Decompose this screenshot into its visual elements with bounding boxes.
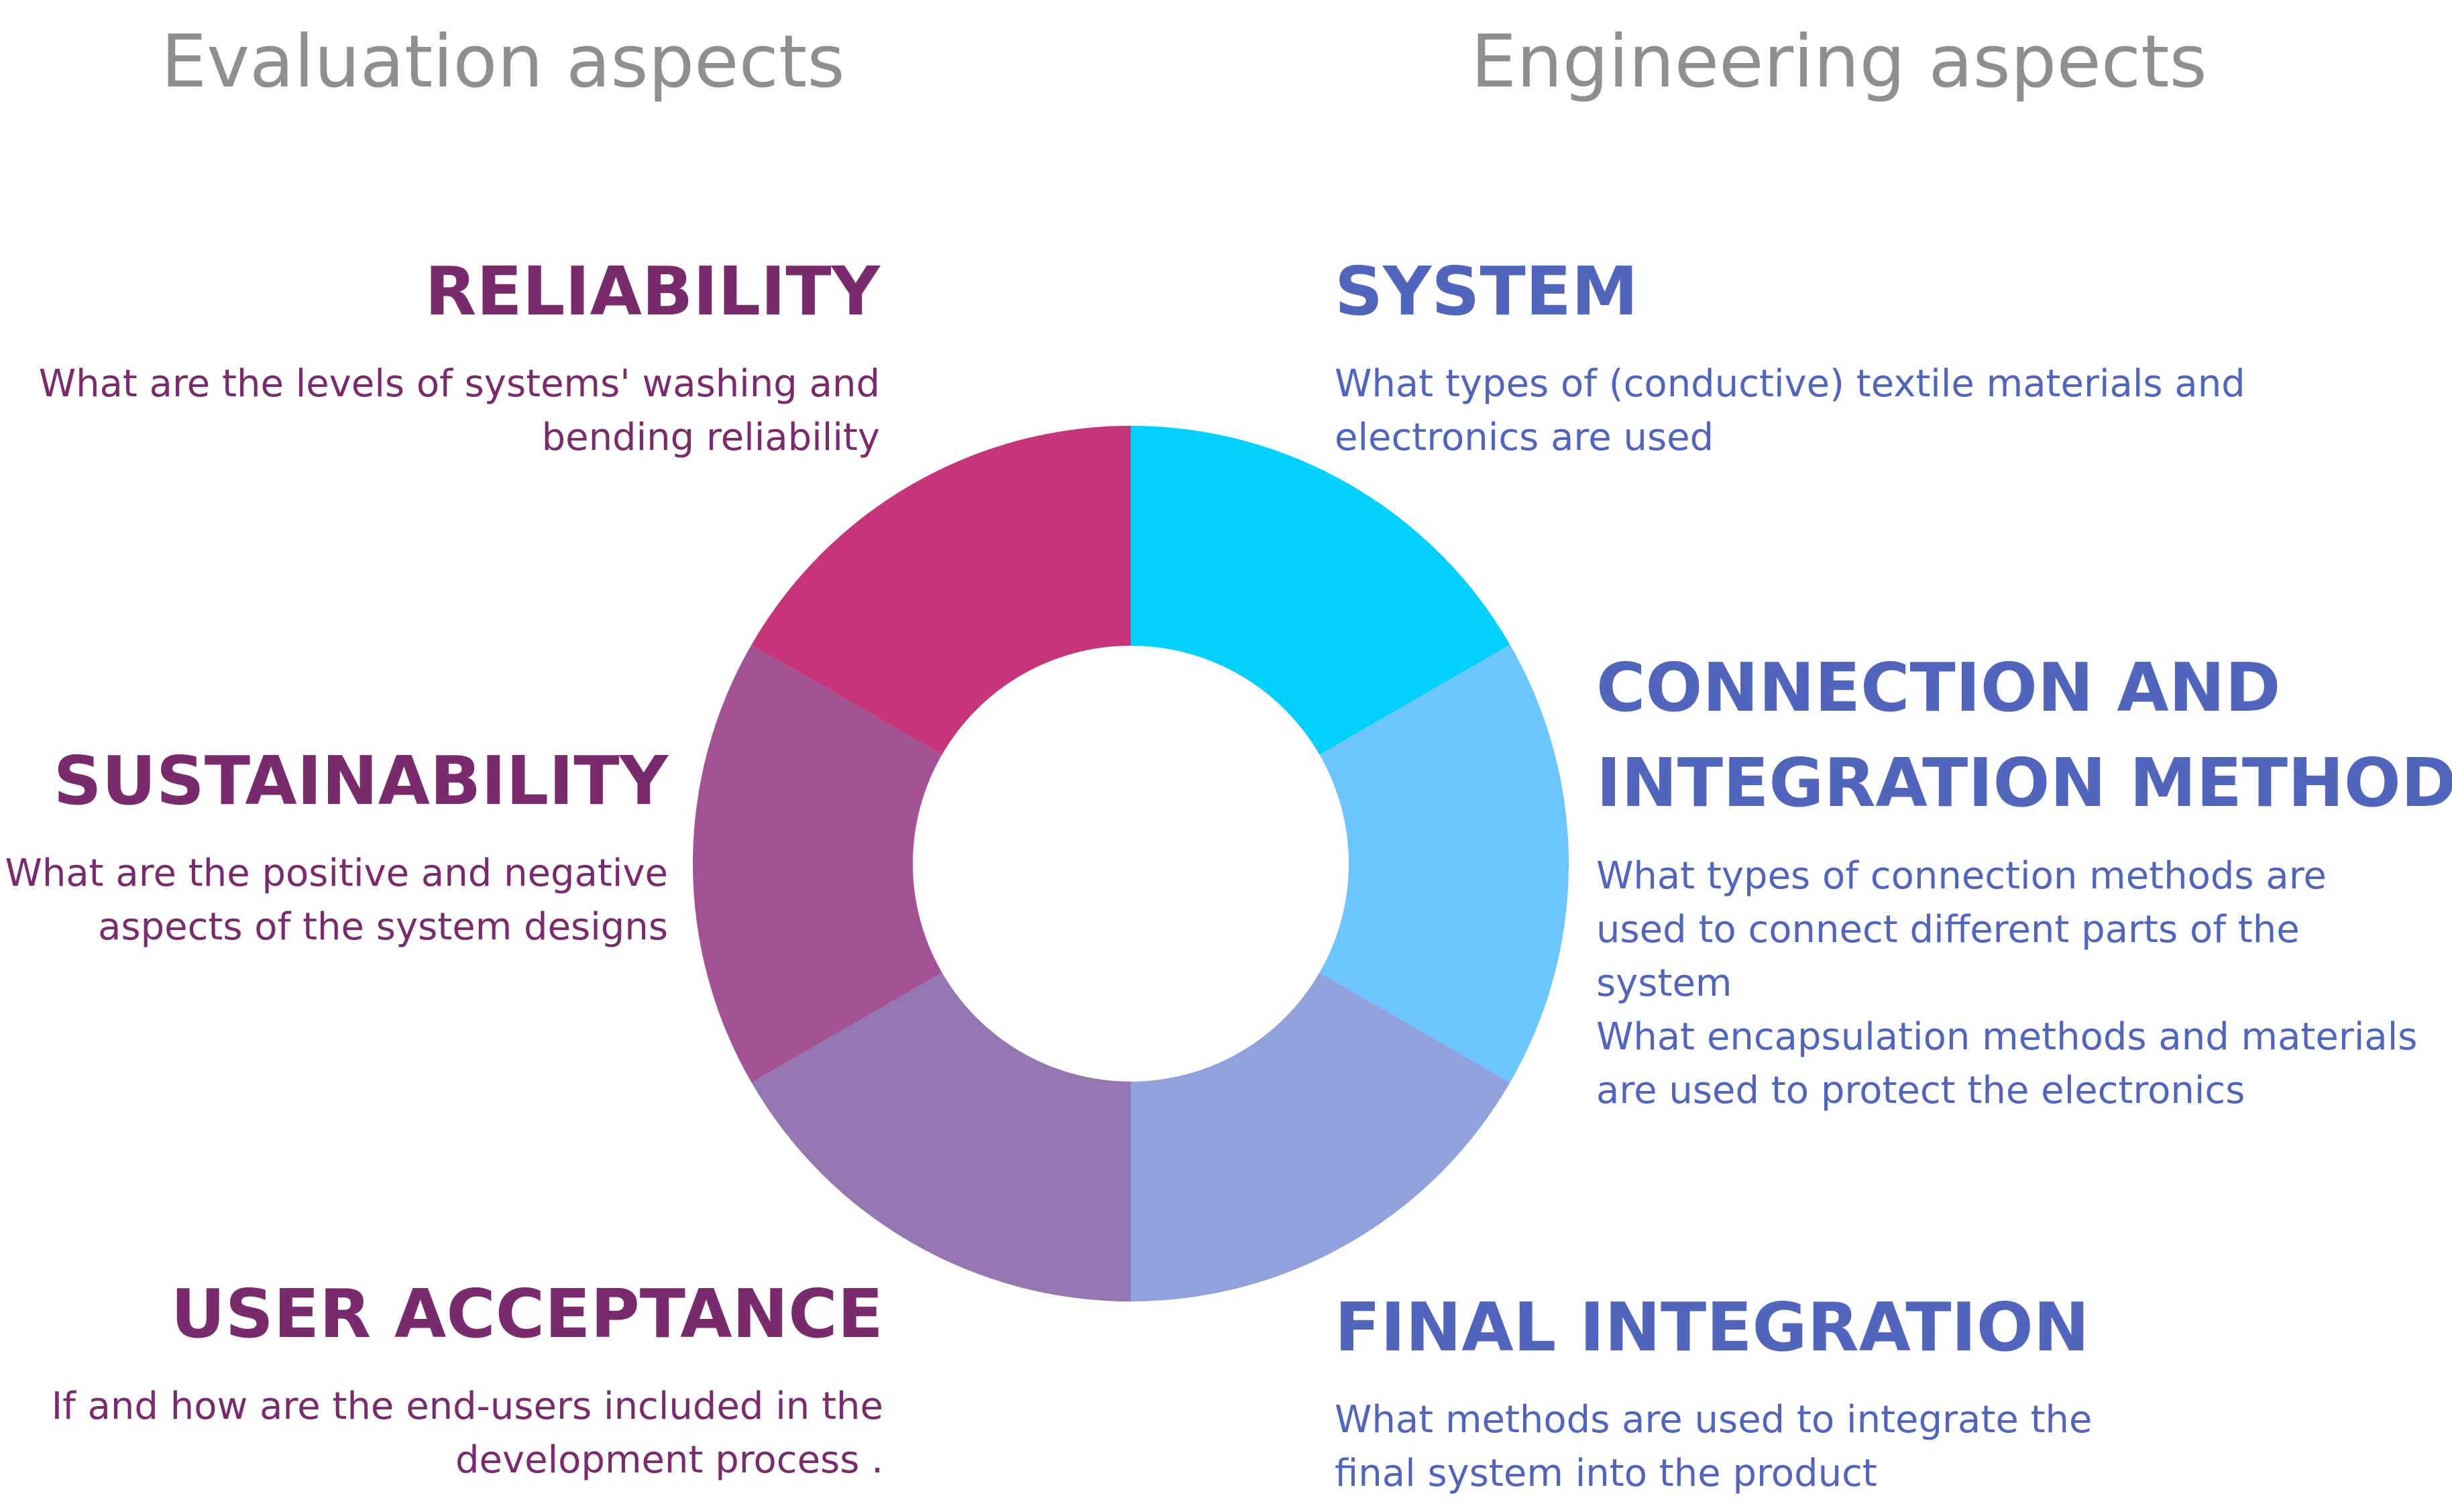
donut-segment-connection-and-integration-methods xyxy=(1319,644,1569,1083)
user-acceptance-block: USER ACCEPTANCE If and how are the end-u… xyxy=(52,1267,883,1487)
donut-segment-final-integration xyxy=(1131,972,1510,1301)
reliability-desc-line: bending reliability xyxy=(541,416,880,459)
user-acceptance-description: If and how are the end-users included in… xyxy=(52,1380,883,1487)
reliability-title: RELIABILITY xyxy=(425,252,880,331)
final-integration-desc-line: final system into the product xyxy=(1335,1452,1877,1495)
user-acceptance-desc-line: If and how are the end-users included in… xyxy=(51,1385,883,1428)
sustainability-description: What are the positive and negative aspec… xyxy=(5,847,668,954)
sustainability-block: SUSTAINABILITY What are the positive and… xyxy=(5,734,668,954)
system-description: What types of (conductive) textile mater… xyxy=(1335,357,2245,465)
reliability-block: RELIABILITY What are the levels of syste… xyxy=(39,245,880,465)
connection-title: CONNECTION AND INTEGRATION METHODS xyxy=(1596,640,2452,831)
connection-desc-line: What types of connection methods are xyxy=(1596,854,2327,898)
donut-segment-sustainability xyxy=(692,644,942,1083)
evaluation-aspects-header: Evaluation aspects xyxy=(161,20,845,104)
system-desc-line: What types of (conductive) textile mater… xyxy=(1335,362,2245,406)
reliability-desc-line: What are the levels of systems' washing … xyxy=(38,362,880,406)
final-integration-title: FINAL INTEGRATION xyxy=(1335,1288,2090,1366)
final-integration-description: What methods are used to integrate the f… xyxy=(1335,1393,2093,1501)
sustainability-desc-line: What are the positive and negative xyxy=(5,852,668,895)
user-acceptance-desc-line: development process . xyxy=(455,1438,883,1482)
donut-segment-system xyxy=(1131,426,1510,755)
system-block: SYSTEM What types of (conductive) textil… xyxy=(1335,245,2245,465)
connection-description: What types of connection methods are use… xyxy=(1596,850,2452,1118)
connection-integration-block: CONNECTION AND INTEGRATION METHODS What … xyxy=(1596,640,2452,1118)
final-integration-block: FINAL INTEGRATION What methods are used … xyxy=(1335,1281,2093,1501)
connection-desc-line: used to connect different parts of the xyxy=(1596,908,2300,951)
final-integration-desc-line: What methods are used to integrate the xyxy=(1335,1398,2093,1442)
connection-title-line: CONNECTION AND xyxy=(1596,648,2281,727)
connection-desc-line: system xyxy=(1596,962,1732,1005)
system-desc-line: electronics are used xyxy=(1335,416,1714,459)
donut-segment-reliability xyxy=(751,426,1131,755)
connection-desc-line: What encapsulation methods and materials xyxy=(1596,1015,2418,1059)
connection-desc-line: are used to protect the electronics xyxy=(1596,1069,2245,1112)
connection-title-line: INTEGRATION METHODS xyxy=(1596,744,2452,822)
engineering-aspects-header: Engineering aspects xyxy=(1471,20,2207,104)
system-title: SYSTEM xyxy=(1335,252,1638,331)
donut-segment-user-acceptance xyxy=(751,972,1131,1301)
sustainability-desc-line: aspects of the system designs xyxy=(98,905,668,949)
sustainability-title: SUSTAINABILITY xyxy=(53,742,668,820)
user-acceptance-title: USER ACCEPTANCE xyxy=(170,1275,883,1353)
reliability-description: What are the levels of systems' washing … xyxy=(39,357,880,465)
